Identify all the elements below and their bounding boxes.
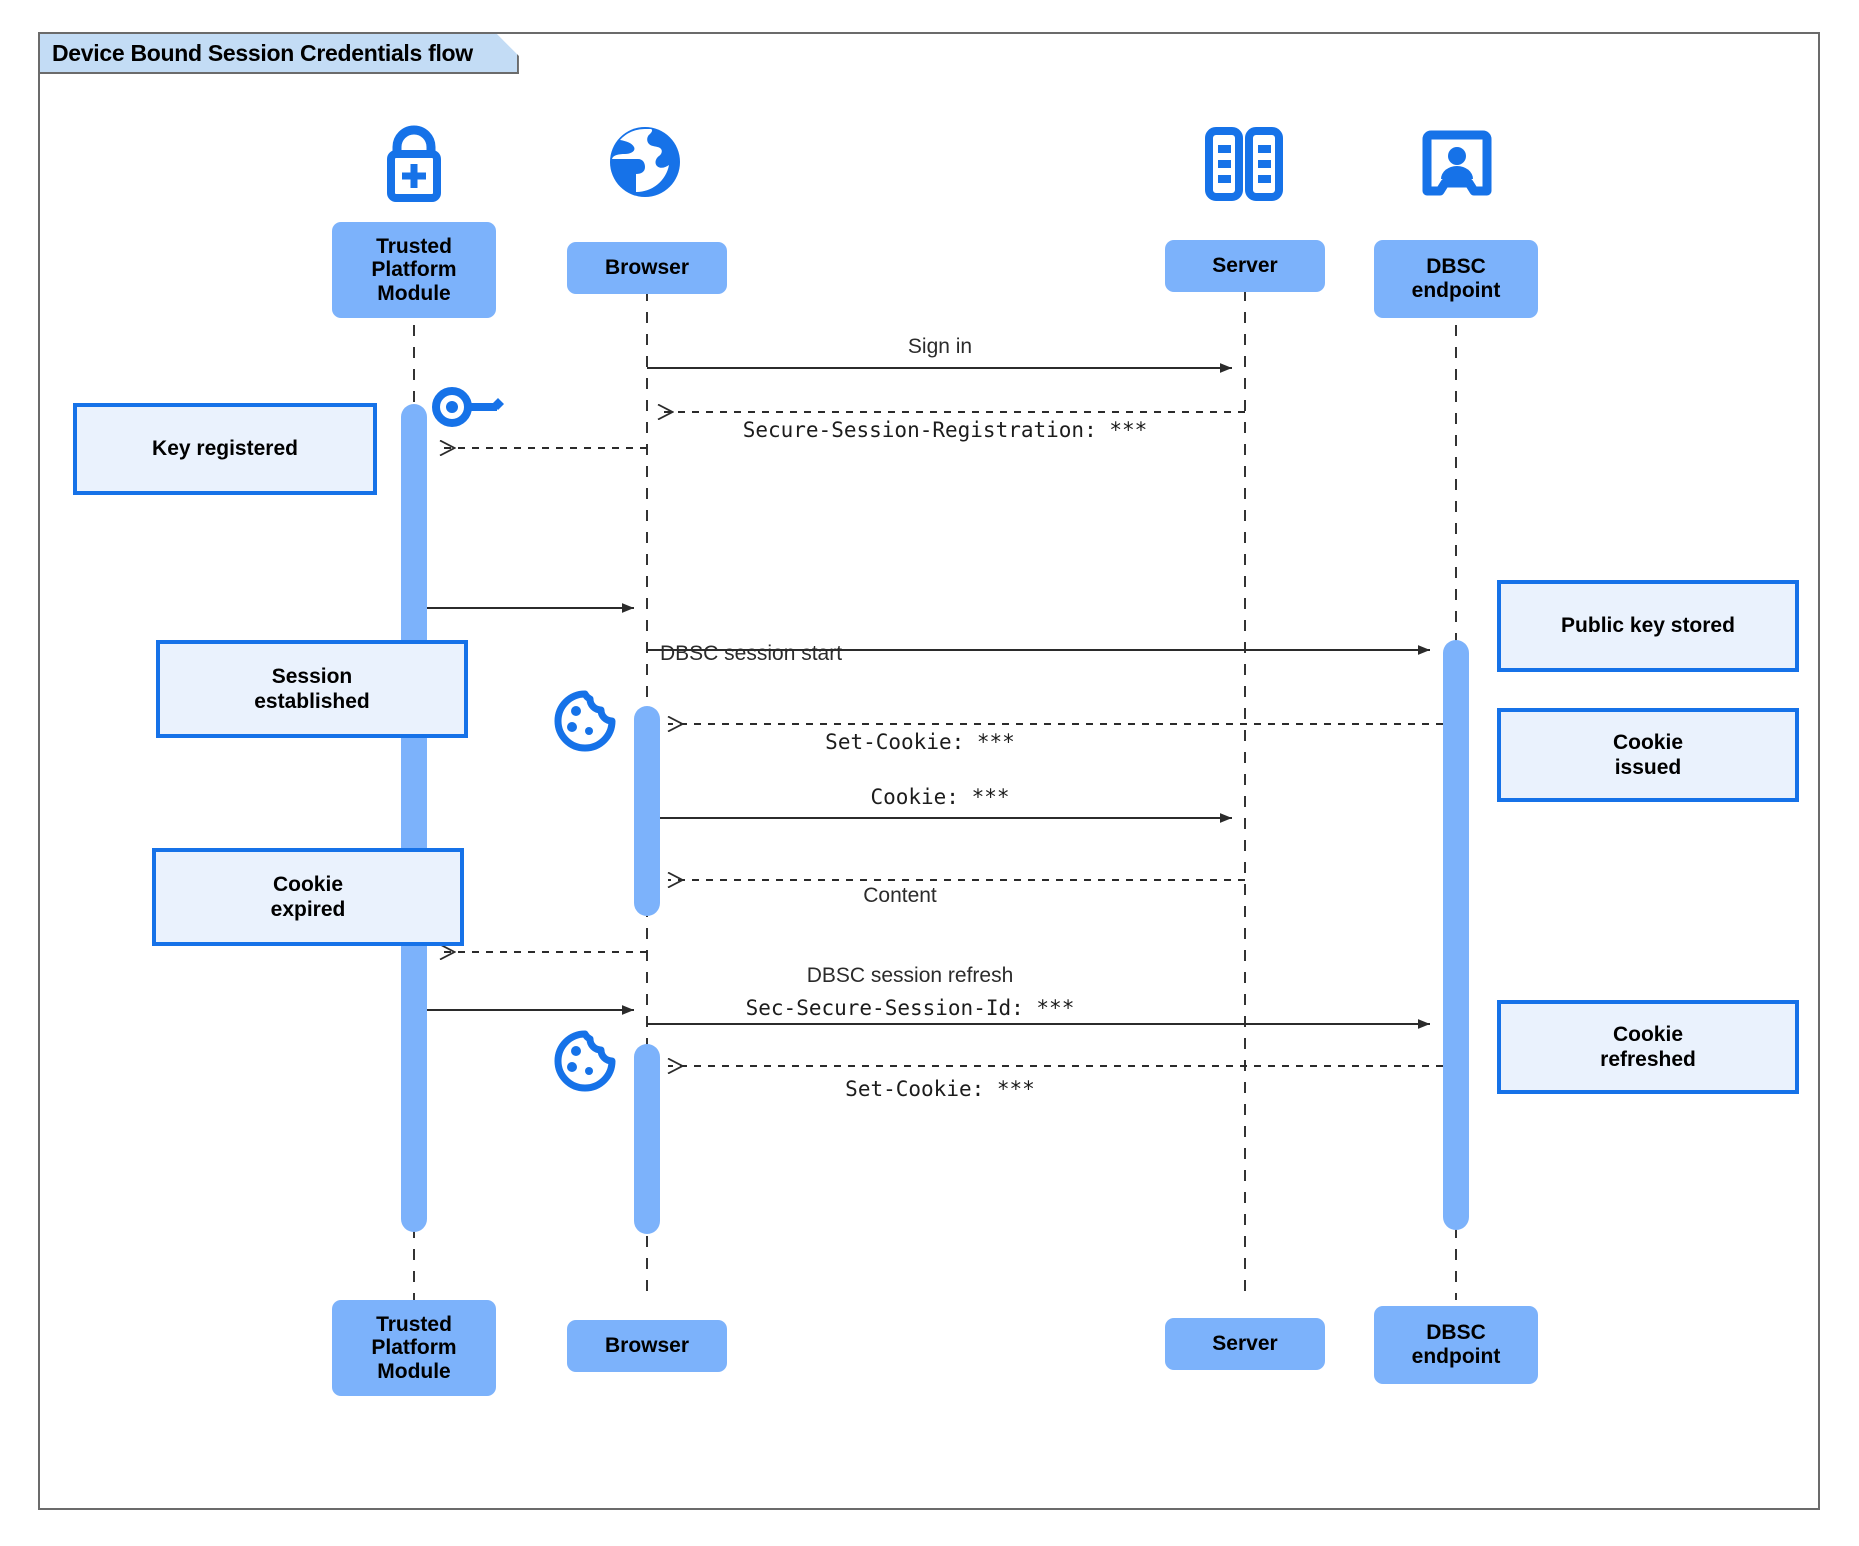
participant-label: Trusted Platform Module bbox=[371, 234, 457, 305]
participant-label: Server bbox=[1212, 1332, 1278, 1356]
note-text: Session established bbox=[254, 664, 370, 713]
message-label-content: Content bbox=[863, 884, 937, 907]
server-racks-icon bbox=[1196, 126, 1292, 207]
message-label-set-cookie-1: Set-Cookie: *** bbox=[825, 730, 1015, 754]
participant-tpm-bottom[interactable]: Trusted Platform Module bbox=[332, 1300, 496, 1396]
message-label-dbsc-session-refresh: DBSC session refresh bbox=[806, 964, 1014, 987]
participant-label: Server bbox=[1212, 254, 1278, 278]
note-text: Public key stored bbox=[1561, 614, 1735, 638]
padlock-plus-icon bbox=[368, 122, 460, 207]
diagram-title: Device Bound Session Credentials flow bbox=[40, 34, 519, 74]
participant-dbsc-top[interactable]: DBSC endpoint bbox=[1374, 240, 1538, 318]
message-label-secure-session-registration: Secure-Session-Registration: *** bbox=[742, 418, 1148, 442]
participant-label: DBSC endpoint bbox=[1411, 255, 1501, 302]
note-text: Key registered bbox=[152, 437, 298, 461]
note-cookie-refreshed: Cookie refreshed bbox=[1497, 1000, 1799, 1094]
participant-server-top[interactable]: Server bbox=[1165, 240, 1325, 292]
participant-browser-bottom[interactable]: Browser bbox=[567, 1320, 727, 1372]
note-text: Cookie refreshed bbox=[1600, 1022, 1696, 1071]
participant-label: DBSC endpoint bbox=[1411, 1321, 1501, 1368]
message-label-sign-in: Sign in bbox=[907, 335, 973, 358]
note-text: Cookie issued bbox=[1612, 730, 1683, 779]
message-label-sec-secure-session-id: Sec-Secure-Session-Id: *** bbox=[745, 996, 1075, 1020]
participant-tpm-top[interactable]: Trusted Platform Module bbox=[332, 222, 496, 318]
participant-server-bottom[interactable]: Server bbox=[1165, 1318, 1325, 1370]
id-badge-icon bbox=[1422, 126, 1492, 209]
participant-label: Browser bbox=[604, 256, 690, 280]
key-icon bbox=[432, 382, 510, 437]
cookie-icon bbox=[551, 1029, 619, 1098]
participant-browser-top[interactable]: Browser bbox=[567, 242, 727, 294]
note-cookie-expired: Cookie expired bbox=[152, 848, 464, 946]
message-label-dbsc-session-start: DBSC session start bbox=[660, 642, 843, 665]
message-label-cookie: Cookie: *** bbox=[870, 785, 1010, 809]
note-public-key-stored: Public key stored bbox=[1497, 580, 1799, 672]
note-cookie-issued: Cookie issued bbox=[1497, 708, 1799, 802]
participant-label: Trusted Platform Module bbox=[371, 1312, 457, 1383]
participant-dbsc-bottom[interactable]: DBSC endpoint bbox=[1374, 1306, 1538, 1384]
globe-icon bbox=[602, 122, 688, 207]
cookie-icon bbox=[551, 689, 619, 758]
note-session-established: Session established bbox=[156, 640, 468, 738]
note-text: Cookie expired bbox=[270, 872, 346, 921]
participant-label: Browser bbox=[604, 1334, 690, 1358]
message-label-set-cookie-2: Set-Cookie: *** bbox=[845, 1077, 1035, 1101]
note-key-registered: Key registered bbox=[73, 403, 377, 495]
